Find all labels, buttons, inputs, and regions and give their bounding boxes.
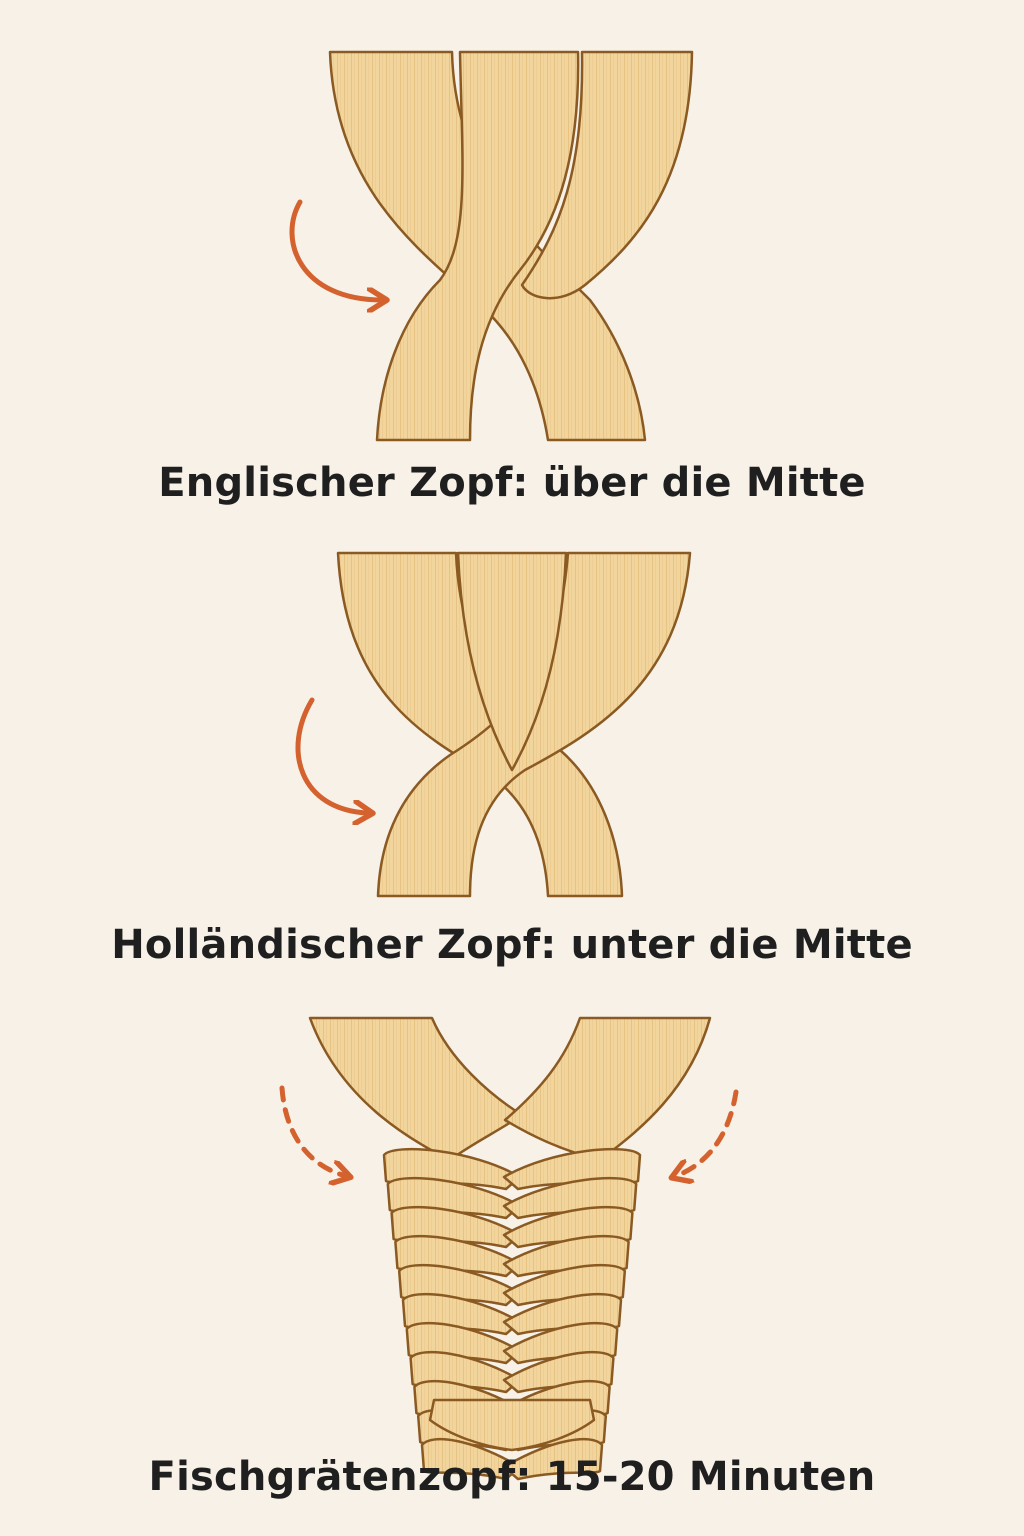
arrow-icon [295, 697, 368, 813]
arrow-icon [289, 199, 382, 300]
panel-dutch-braid: Holländischer Zopf: unter die Mitte [0, 520, 1024, 980]
strand-right [503, 1016, 712, 1162]
strand-left [308, 1016, 524, 1162]
dutch-braid-illustration [295, 551, 692, 898]
caption-fishtail-braid: Fischgrätenzopf: 15-20 Minuten [148, 1454, 876, 1500]
fishtail-plaits [382, 1147, 642, 1481]
strand-middle [456, 551, 568, 772]
caption-english-braid: Englischer Zopf: über die Mitte [158, 460, 866, 506]
fishtail-plait-right [502, 1437, 604, 1481]
arrow-icon [676, 1089, 739, 1176]
english-braid-illustration [289, 50, 694, 442]
fishtail-braid-illustration [279, 1016, 739, 1481]
strand-middle [375, 50, 580, 442]
arrow-icon [279, 1085, 346, 1176]
panel-english-braid: Englischer Zopf: über die Mitte [0, 0, 1024, 520]
panel-fishtail-braid: Fischgrätenzopf: 15-20 Minuten [0, 980, 1024, 1536]
fishtail-tail [428, 1398, 596, 1452]
caption-dutch-braid: Holländischer Zopf: unter die Mitte [111, 922, 913, 968]
strand-right [520, 50, 694, 300]
